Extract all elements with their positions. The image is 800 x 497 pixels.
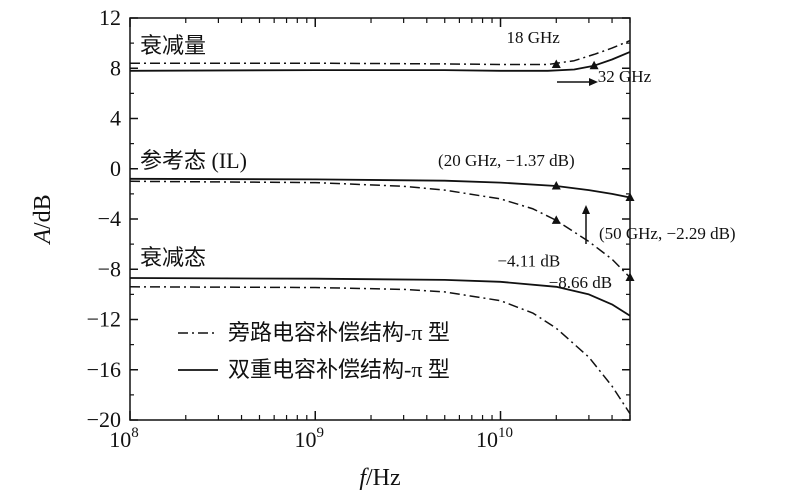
markers <box>551 59 635 282</box>
section-label-attenuation: 衰减量 <box>140 33 206 58</box>
triangle-marker <box>625 272 635 282</box>
annotation-a50: (50 GHz, −2.29 dB) <box>599 224 736 243</box>
series-line-dashdot <box>129 180 631 279</box>
annotations: 18 GHz 32 GHz (20 GHz, −1.37 dB) (50 GHz, −… <box>438 28 736 292</box>
annotation-a20: (20 GHz, −1.37 dB) <box>438 151 575 170</box>
triangle-marker <box>625 192 635 202</box>
x-tick-label: 1010 <box>476 425 513 452</box>
series-line-solid <box>129 277 631 317</box>
x-axis-label: f/Hz <box>359 465 400 491</box>
legend: 旁路电容补偿结构-π 型 双重电容补偿结构-π 型 <box>178 320 450 382</box>
x-axis: 108 109 1010 <box>109 18 631 452</box>
legend-label-dual: 双重电容补偿结构-π 型 <box>228 357 450 382</box>
triangle-marker <box>551 180 561 190</box>
y-axis-label: A/dB <box>30 194 56 245</box>
y-tick-label: −12 <box>87 307 121 332</box>
y-tick-label: −8 <box>98 256 121 281</box>
section-label-reference: 参考态 (IL) <box>140 148 247 173</box>
y-axis: −20 −16 −12 −8 −4 0 4 8 12 <box>87 5 630 432</box>
triangle-marker <box>589 60 599 70</box>
series-line-solid <box>129 177 631 199</box>
arrow-il-improvement-head <box>582 205 590 214</box>
annotation-a18: 18 GHz <box>506 28 560 47</box>
y-tick-label: −4 <box>98 206 121 231</box>
section-label-attenuated: 衰减态 <box>140 245 206 270</box>
y-tick-label: 0 <box>110 156 121 181</box>
y-tick-label: 12 <box>99 5 121 30</box>
y-tick-label: 8 <box>110 55 121 80</box>
curves <box>129 39 631 415</box>
annotation-a32: 32 GHz <box>598 67 652 86</box>
legend-label-bypass: 旁路电容补偿结构-π 型 <box>228 320 450 345</box>
x-tick-label: 109 <box>295 425 325 452</box>
series-line-dashdot <box>130 39 631 66</box>
arrow-attenuation-shift-head <box>589 78 598 86</box>
series-line-dashdot <box>129 286 631 415</box>
y-tick-label: 4 <box>110 106 121 131</box>
y-tick-label: −20 <box>87 407 121 432</box>
annotation-a866: −8.66 dB <box>549 273 612 292</box>
series-line-solid <box>129 51 631 72</box>
triangle-marker <box>551 215 561 224</box>
annotation-a411: −4.11 dB <box>497 252 560 271</box>
x-tick-label: 108 <box>109 425 139 452</box>
triangle-marker <box>551 59 561 68</box>
y-tick-label: −16 <box>87 357 121 382</box>
